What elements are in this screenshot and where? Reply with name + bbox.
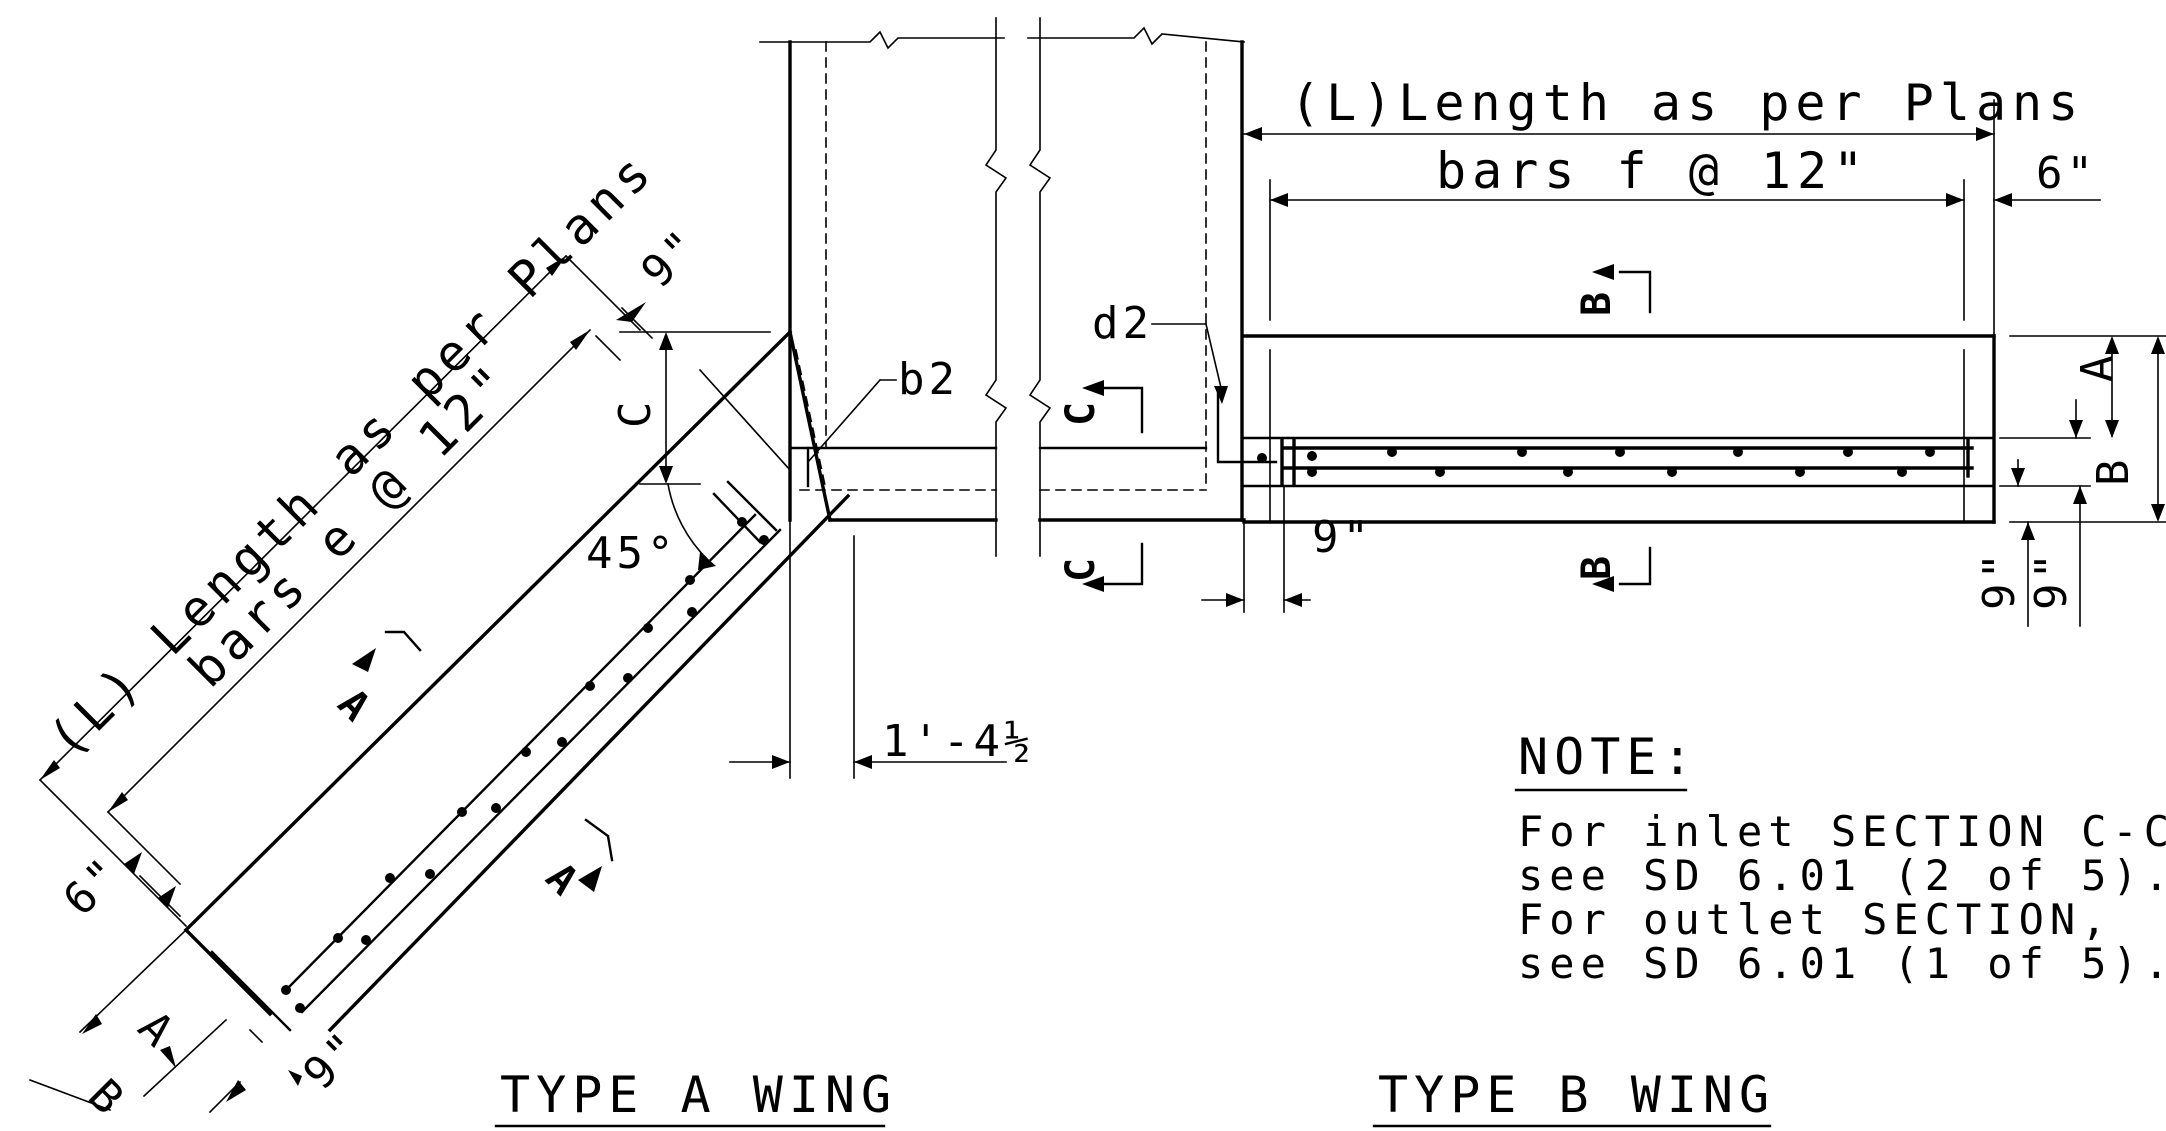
note-line-4: see SD 6.01 (1 of 5). — [1518, 939, 2166, 988]
type-a-dim-6: 6" — [54, 847, 133, 926]
type-b-dim-9-left: 9" — [1974, 549, 2025, 610]
type-b-dim-a: A — [2072, 352, 2123, 383]
svg-text:A: A — [537, 855, 587, 905]
note-heading: NOTE: — [1518, 728, 1699, 786]
type-b-title: TYPE B WING — [1378, 1066, 1775, 1124]
type-a-dim-9-bottom: 9" — [294, 1021, 373, 1100]
note-line-2: see SD 6.01 (2 of 5). — [1518, 851, 2166, 900]
type-b-bar-dots — [1257, 447, 1935, 477]
type-b-dim-9-right: 9" — [2026, 549, 2077, 610]
type-b-length-label: (L)Length as per Plans — [1290, 74, 2084, 132]
type-a-title: TYPE A WING — [500, 1066, 897, 1124]
svg-text:A: A — [329, 681, 379, 731]
type-b-dim-b: B — [2088, 456, 2139, 487]
section-c-marker-top: C — [1058, 380, 1144, 434]
section-c-marker-bottom: C — [1058, 542, 1144, 592]
type-a-dim-a: A — [128, 1002, 186, 1060]
note-block: NOTE: For inlet SECTION C-C, see SD 6.01… — [1514, 728, 2166, 988]
section-a-marker-upper: A — [329, 630, 422, 731]
type-a-dim-c: C — [610, 398, 661, 429]
type-a-wing: 45° C (L) Length as per Plans bars e @ 1… — [28, 140, 1034, 1128]
type-b-bars-label: bars f @ 12" — [1436, 142, 1869, 200]
section-b-marker-bottom: B — [1574, 546, 1652, 592]
type-a-length-label: (L) Length as per Plans — [37, 140, 665, 768]
svg-text:C: C — [1058, 558, 1104, 582]
type-a-dim-9-top: 9" — [632, 219, 711, 298]
culvert-barrel — [759, 17, 1246, 557]
type-b-bar-label: d2 — [1092, 298, 1153, 349]
type-a-dim-b: B — [78, 1070, 136, 1128]
note-line-1: For inlet SECTION C-C, — [1518, 807, 2166, 856]
note-line-3: For outlet SECTION, — [1518, 895, 2112, 944]
type-a-bar-label: b2 — [898, 354, 959, 405]
type-a-angle-label: 45° — [586, 528, 677, 579]
svg-text:B: B — [1574, 292, 1620, 316]
type-b-dim-6: 6" — [2036, 148, 2097, 199]
section-a-marker-lower: A — [537, 818, 614, 905]
type-b-dim-9: 9" — [1312, 512, 1373, 563]
type-a-bar-dots — [281, 517, 769, 1013]
section-b-marker-top: B — [1574, 264, 1652, 316]
svg-text:B: B — [1574, 556, 1620, 580]
type-a-dim-offset: 1'-4½ — [882, 716, 1034, 767]
svg-text:C: C — [1058, 402, 1104, 426]
type-b-wing: d2 (L)Length as per Plans bars f @ 12" 6… — [1058, 74, 2166, 1128]
